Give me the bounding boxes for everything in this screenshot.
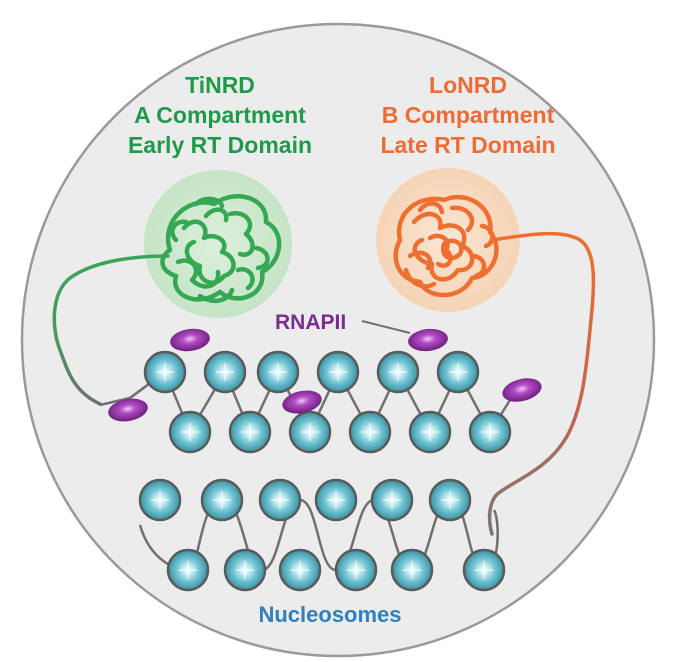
nucleosome-bead bbox=[408, 410, 452, 454]
nucleosome-bead bbox=[316, 350, 360, 394]
nucleosome-bead bbox=[168, 410, 212, 454]
rnapii-complex bbox=[408, 328, 448, 352]
nucleosome-bead bbox=[288, 410, 332, 454]
nucleosome-beads bbox=[138, 350, 512, 592]
lonrd-title-line-2: B Compartment bbox=[381, 102, 555, 128]
nucleosome-bead bbox=[334, 548, 378, 592]
nucleosome-bead bbox=[376, 350, 420, 394]
nucleosome-bead bbox=[278, 548, 322, 592]
nucleosome-bead bbox=[166, 548, 210, 592]
nucleosome-bead bbox=[203, 350, 247, 394]
nucleosome-bead bbox=[143, 350, 187, 394]
rnapii-complex bbox=[170, 328, 210, 352]
nucleosome-bead bbox=[348, 410, 392, 454]
nucleosome-bead bbox=[228, 410, 272, 454]
nucleosome-bead bbox=[256, 350, 300, 394]
lonrd-title-line-1: LoNRD bbox=[429, 72, 507, 98]
nucleosome-bead bbox=[428, 478, 472, 522]
rnapii-complex bbox=[502, 378, 542, 402]
rnapii-complex bbox=[282, 390, 322, 414]
tinrd-domain-blob bbox=[144, 170, 292, 318]
rnapii-label-pointer bbox=[361, 320, 411, 334]
nucleosome-bead bbox=[314, 478, 358, 522]
nucleosome-bead bbox=[223, 548, 267, 592]
rnapii-label: RNAPII bbox=[275, 311, 347, 334]
nucleosome-bead bbox=[200, 478, 244, 522]
nucleosome-bead bbox=[370, 478, 414, 522]
lonrd-chromatin-fiber bbox=[487, 231, 596, 536]
tinrd-title: TiNRD A Compartment Early RT Domain bbox=[95, 70, 345, 160]
nucleosome-bead bbox=[462, 548, 506, 592]
rnapii-complex bbox=[108, 398, 148, 422]
tinrd-chromatin-fiber bbox=[52, 254, 170, 406]
rnapii-complexes bbox=[108, 328, 542, 422]
lonrd-title: LoNRD B Compartment Late RT Domain bbox=[348, 70, 588, 160]
nucleosomes-label: Nucleosomes bbox=[258, 602, 402, 627]
nucleosome-bead bbox=[258, 478, 302, 522]
tinrd-title-line-1: TiNRD bbox=[185, 72, 255, 98]
tinrd-chromatin-tangle bbox=[160, 194, 282, 304]
nucleosome-bead bbox=[436, 350, 480, 394]
nucleosome-bead bbox=[390, 548, 434, 592]
tinrd-title-line-3: Early RT Domain bbox=[127, 132, 313, 158]
lonrd-title-line-3: Late RT Domain bbox=[380, 132, 556, 158]
lonrd-chromatin-tangle bbox=[393, 194, 499, 298]
nucleosome-bead bbox=[138, 478, 182, 522]
nucleosome-bead bbox=[468, 410, 512, 454]
tinrd-title-line-2: A Compartment bbox=[134, 102, 306, 128]
